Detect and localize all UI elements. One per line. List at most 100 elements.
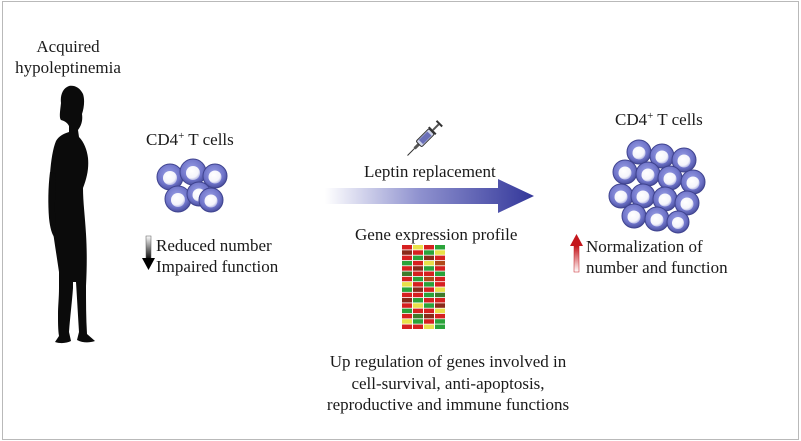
- heatmap-cell: [413, 245, 423, 250]
- patient-label-line1: Acquired: [36, 37, 100, 56]
- woman-silhouette-icon: [48, 85, 95, 344]
- cd4-cell: [179, 158, 207, 186]
- heatmap-cell: [402, 271, 412, 276]
- heatmap-cell: [424, 266, 434, 271]
- heatmap-cell: [413, 319, 423, 324]
- cd4-cell: [202, 163, 228, 189]
- heatmap-cell: [424, 271, 434, 276]
- heatmap-cell: [424, 308, 434, 314]
- heatmap-cell: [424, 292, 434, 298]
- heatmap-cell: [402, 255, 412, 261]
- cd4-cell: [657, 165, 683, 191]
- heatmap-cell: [402, 303, 412, 308]
- heatmap-cell: [413, 303, 423, 308]
- heatmap-cell: [424, 319, 434, 324]
- heatmap-cell: [435, 303, 445, 308]
- heatmap-cell: [435, 271, 445, 276]
- heatmap-cell: [435, 255, 445, 261]
- heatmap-cell: [435, 276, 445, 282]
- heatmap-cell: [413, 324, 423, 329]
- heatmap-cell: [413, 298, 423, 303]
- cd4-label-after: CD4+ T cells: [615, 110, 703, 129]
- heatmap-cell: [435, 319, 445, 324]
- heatmap-cell: [435, 292, 445, 298]
- heatmap-cell: [435, 260, 445, 266]
- heatmap-cell: [413, 287, 423, 292]
- heatmap-cell: [424, 324, 434, 329]
- heatmap-cell: [424, 245, 434, 250]
- cd4-cell: [649, 143, 675, 169]
- heatmap-cell: [402, 292, 412, 298]
- cd4-cell: [608, 183, 634, 209]
- heatmap-cell: [413, 276, 423, 282]
- cd4-cell: [680, 169, 706, 195]
- diagram-canvas: [48, 85, 706, 344]
- outcome-text-line2: cell-survival, anti-apoptosis,: [351, 374, 545, 393]
- heatmap-cell: [413, 313, 423, 319]
- cd4-cell: [666, 210, 690, 234]
- heatmap-cell: [424, 255, 434, 261]
- decrease-arrow-icon: [142, 235, 155, 270]
- cd4-cell: [644, 206, 670, 232]
- heatmap-cell: [402, 287, 412, 292]
- heatmap-cell: [402, 276, 412, 282]
- heatmap-cell: [402, 313, 412, 319]
- gene-expression-heatmap: [402, 245, 445, 329]
- cd4-cell-cluster-normalized: [608, 139, 706, 234]
- heatmap-cell: [435, 308, 445, 314]
- cd4-cell: [621, 203, 647, 229]
- syringe-icon: [407, 120, 443, 156]
- outcome-text-line1: Up regulation of genes involved in: [329, 352, 567, 371]
- heatmap-cell: [424, 313, 434, 319]
- heatmap-cell: [435, 266, 445, 271]
- heatmap-cell: [413, 255, 423, 261]
- heatmap-cell: [424, 260, 434, 266]
- heatmap-cell: [402, 245, 412, 250]
- heatmap-cell: [424, 276, 434, 282]
- cd4-cell: [635, 161, 661, 187]
- reduced-number-label: Reduced number: [156, 236, 272, 255]
- cd4-label-before: CD4+ T cells: [146, 130, 234, 149]
- heatmap-cell: [402, 250, 412, 255]
- heatmap-cell: [424, 282, 434, 287]
- cd4-cell: [671, 147, 697, 173]
- heatmap-cell: [435, 287, 445, 292]
- impaired-function-label: Impaired function: [156, 257, 279, 276]
- heatmap-cell: [402, 266, 412, 271]
- heatmap-cell: [402, 319, 412, 324]
- heatmap-cell: [435, 250, 445, 255]
- heatmap-cell: [413, 308, 423, 314]
- patient-label-line2: hypoleptinemia: [15, 58, 121, 77]
- cd4-cell: [164, 185, 192, 213]
- heatmap-cell: [424, 303, 434, 308]
- heatmap-cell: [402, 324, 412, 329]
- heatmap-cell: [435, 324, 445, 329]
- leptin-replacement-label: Leptin replacement: [364, 162, 496, 181]
- heatmap-cell: [402, 298, 412, 303]
- heatmap-cell: [435, 282, 445, 287]
- heatmap-cell: [413, 271, 423, 276]
- heatmap-cell: [435, 245, 445, 250]
- heatmap-cell: [424, 298, 434, 303]
- heatmap-cell: [413, 260, 423, 266]
- treatment-arrow: [325, 179, 534, 213]
- cd4-cell: [626, 139, 652, 165]
- heatmap-cell: [424, 287, 434, 292]
- increase-arrow-icon: [570, 234, 583, 273]
- normalization-label-line2: number and function: [586, 258, 728, 277]
- outcome-text-line3: reproductive and immune functions: [326, 395, 570, 414]
- heatmap-cell: [413, 292, 423, 298]
- gene-expression-label: Gene expression profile: [355, 225, 518, 244]
- heatmap-cell: [402, 260, 412, 266]
- heatmap-cell: [402, 282, 412, 287]
- heatmap-cell: [435, 313, 445, 319]
- cd4-cell-cluster-reduced: [156, 158, 228, 213]
- normalization-label-line1: Normalization of: [586, 237, 703, 256]
- heatmap-cell: [435, 298, 445, 303]
- heatmap-cell: [402, 308, 412, 314]
- heatmap-cell: [413, 250, 423, 255]
- heatmap-cell: [413, 282, 423, 287]
- heatmap-cell: [413, 266, 423, 271]
- cd4-cell: [198, 187, 224, 213]
